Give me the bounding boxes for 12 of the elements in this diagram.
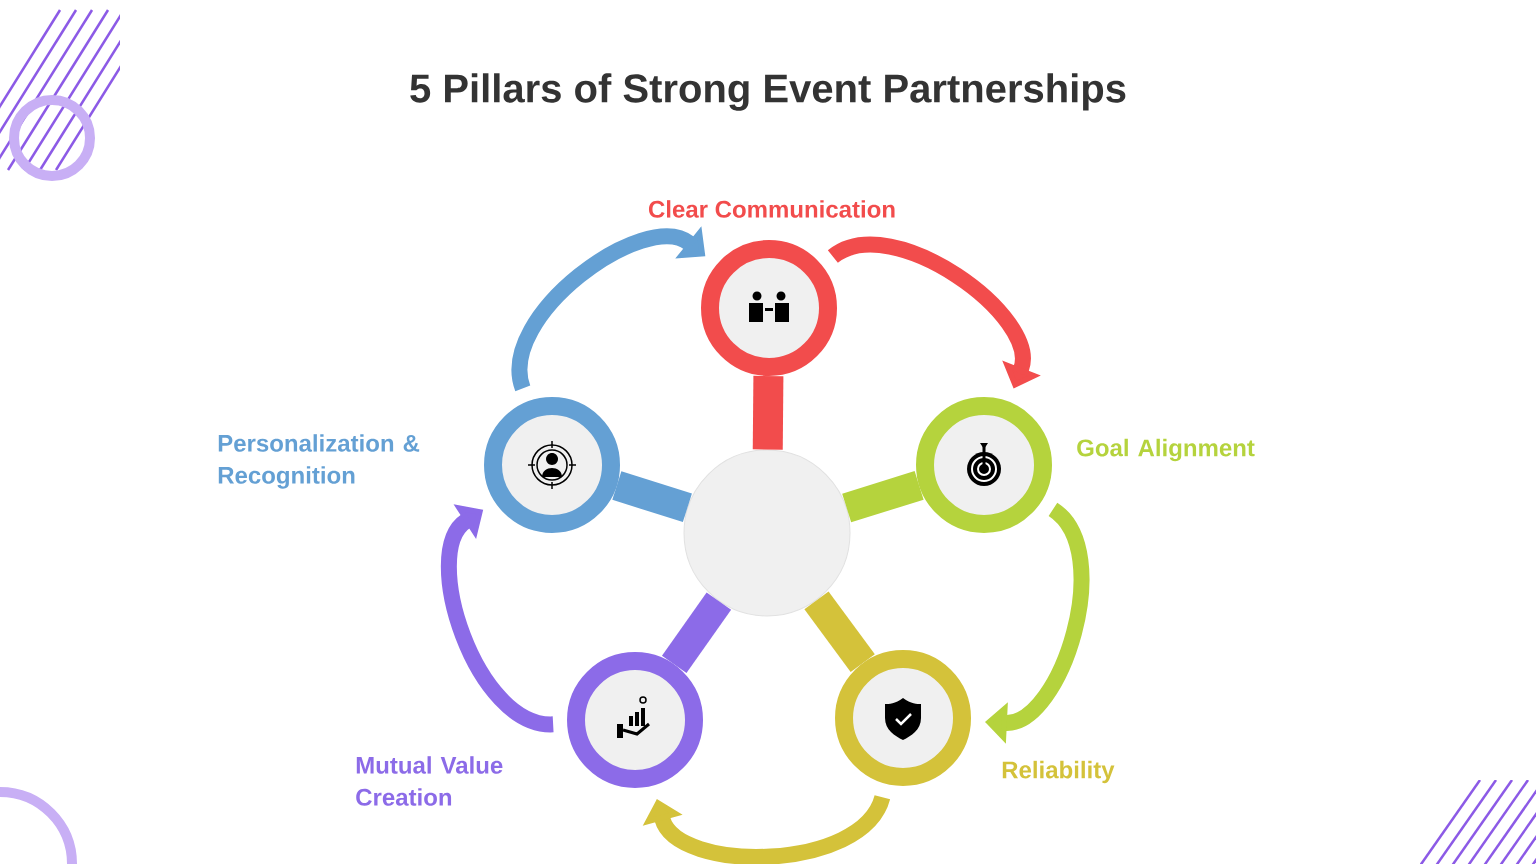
spoke <box>842 471 924 523</box>
pillar-heading: Personalization & Recognition <box>218 434 420 489</box>
spoke <box>661 592 732 674</box>
pillar-heading: Clear Communication <box>649 200 895 218</box>
pillar-heading: Goal Alignment <box>1077 438 1255 462</box>
title: 5 Pillars of Strong Event Partnerships <box>410 73 1126 111</box>
pillar-heading: Mutual Value Creation <box>356 756 503 806</box>
pillar-heading: Reliability <box>1002 760 1115 784</box>
spoke <box>752 375 784 450</box>
spoke <box>804 591 875 673</box>
spoke <box>612 471 692 523</box>
center-circle <box>683 449 851 617</box>
